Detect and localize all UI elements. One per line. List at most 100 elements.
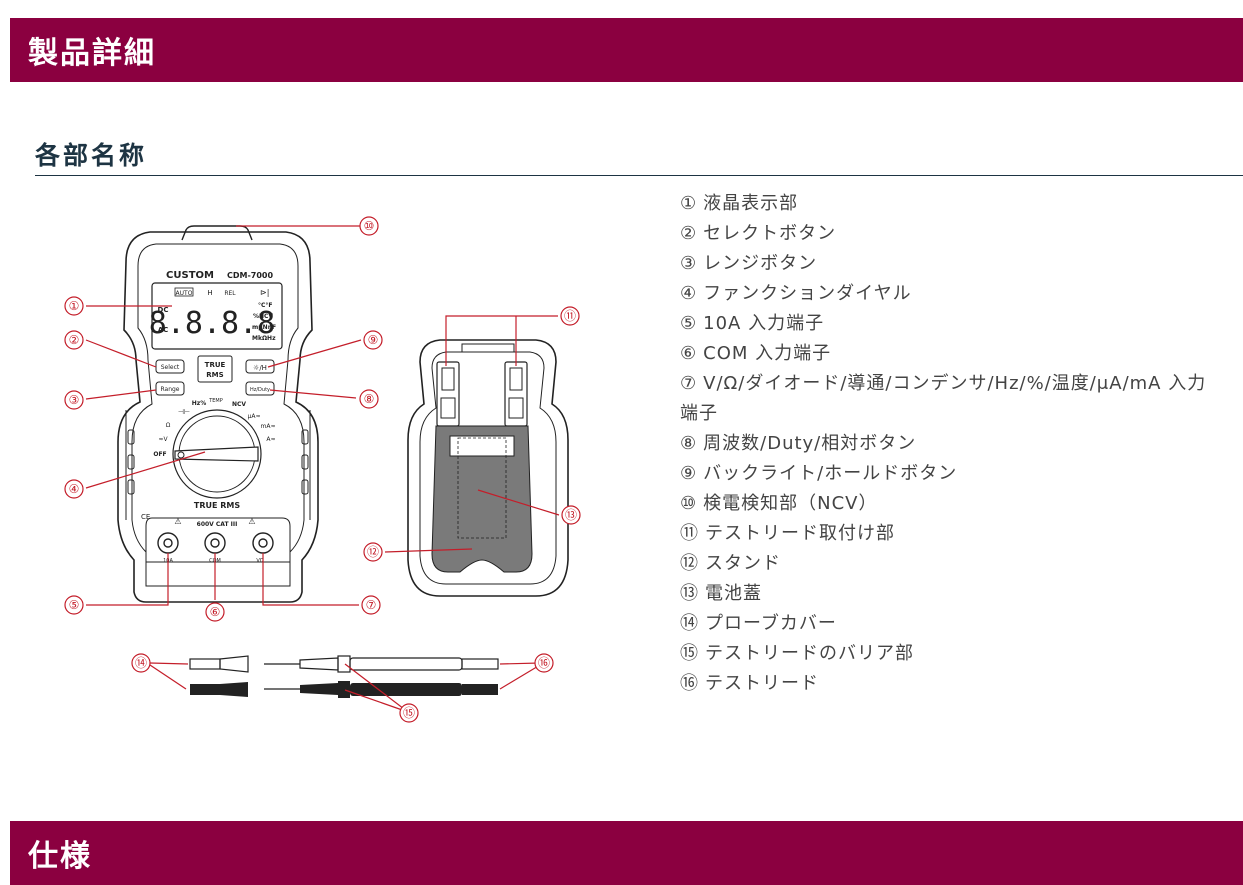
lcd-dc: DC bbox=[158, 306, 169, 314]
svg-text:⑪: ⑪ bbox=[564, 309, 576, 323]
lcd-auto: AUTO bbox=[176, 290, 193, 297]
specifications-banner: 仕様 bbox=[10, 821, 1243, 885]
stand bbox=[431, 425, 533, 573]
multimeter-front: CUSTOM CDM-7000 AUTO H REL ⊳| DC AC 8.8.… bbox=[117, 225, 319, 603]
range-button-label: Range bbox=[160, 386, 179, 393]
svg-text:⑭: ⑭ bbox=[135, 656, 147, 670]
cat-rating: 600V CAT III bbox=[197, 521, 238, 528]
svg-text:⑦: ⑦ bbox=[366, 598, 377, 612]
svg-text:④: ④ bbox=[69, 482, 80, 496]
hz-duty-button[interactable] bbox=[245, 381, 275, 396]
svg-text:⑯: ⑯ bbox=[538, 656, 550, 670]
jack-v-label: VΩ bbox=[256, 558, 263, 564]
true-rms-badge bbox=[197, 355, 233, 383]
test-lead-black bbox=[350, 683, 462, 696]
callout-1: ① bbox=[64, 296, 84, 316]
lcd-display bbox=[151, 282, 283, 350]
warning-icon-right: ⚠ bbox=[248, 517, 255, 526]
callout-4: ④ bbox=[64, 479, 84, 499]
product-details-banner: 製品詳細 bbox=[10, 18, 1243, 82]
callout-markers: ⑩ ① ② ③ ④ ⑤ ⑥ ⑦ ⑧ ⑨ ⑪ ⑬ ⑫ ⑭ ⑯ ⑮ bbox=[64, 216, 581, 723]
callout-7: ⑦ bbox=[361, 595, 381, 615]
hz-duty-button-label: Hz/Duty bbox=[250, 387, 270, 393]
dial-capacitor-label: ⊣⊢ bbox=[178, 408, 190, 416]
svg-text:⑮: ⑮ bbox=[403, 706, 415, 720]
callout-10: ⑩ bbox=[359, 216, 379, 236]
part-names-heading: 各部名称 bbox=[35, 136, 1243, 176]
lcd-units-cap: mμNnF bbox=[252, 324, 276, 331]
svg-text:⑫: ⑫ bbox=[367, 545, 379, 559]
backlight-icon: ☼/H bbox=[253, 364, 267, 372]
test-leads bbox=[189, 655, 499, 698]
lcd-units-temp: °C°F bbox=[258, 302, 273, 309]
callout-2: ② bbox=[64, 330, 84, 350]
dial-off-label: OFF bbox=[153, 451, 166, 458]
callout-9: ⑨ bbox=[363, 330, 383, 350]
jack-10a[interactable] bbox=[157, 532, 179, 554]
dial-a-label: A≂ bbox=[266, 436, 275, 443]
svg-text:①: ① bbox=[69, 299, 80, 313]
callout-15: ⑮ bbox=[399, 703, 419, 723]
jack-com[interactable] bbox=[204, 532, 226, 554]
warning-icon-left: ⚠ bbox=[174, 517, 181, 526]
lcd-hold: H bbox=[207, 289, 212, 297]
callout-16: ⑯ bbox=[534, 653, 554, 673]
dial-hz-label: Hz% bbox=[192, 400, 207, 407]
jack-v-ohm[interactable] bbox=[252, 532, 274, 554]
range-button[interactable] bbox=[155, 381, 185, 396]
lead-holder-left bbox=[436, 361, 460, 427]
callout-5: ⑤ bbox=[64, 595, 84, 615]
select-button-label: Select bbox=[161, 364, 180, 371]
svg-text:⑩: ⑩ bbox=[364, 219, 375, 233]
callout-8: ⑧ bbox=[359, 389, 379, 409]
lcd-rel: REL bbox=[224, 290, 236, 297]
battery-cover bbox=[457, 437, 507, 539]
dial-v-label: ≂V bbox=[158, 436, 168, 443]
banner-title: 製品詳細 bbox=[28, 36, 156, 71]
brand-label: CUSTOM bbox=[166, 270, 214, 281]
svg-text:②: ② bbox=[69, 333, 80, 347]
svg-text:⑥: ⑥ bbox=[210, 605, 221, 619]
test-lead-white bbox=[349, 657, 463, 671]
dial-ua-label: μA≂ bbox=[248, 413, 261, 420]
lead-holder-right bbox=[504, 361, 528, 427]
svg-text:⑬: ⑬ bbox=[565, 508, 577, 522]
section-title: 各部名称 bbox=[35, 141, 148, 170]
callout-12: ⑫ bbox=[363, 542, 383, 562]
multimeter-back bbox=[407, 339, 569, 597]
lcd-diode-icon: ⊳| bbox=[260, 288, 269, 297]
dial-ma-label: mA≂ bbox=[261, 423, 276, 430]
model-label: CDM-7000 bbox=[227, 271, 273, 280]
svg-text:⑧: ⑧ bbox=[364, 392, 375, 406]
svg-text:⑤: ⑤ bbox=[69, 598, 80, 612]
function-dial[interactable] bbox=[172, 409, 262, 499]
callout-14: ⑭ bbox=[131, 653, 151, 673]
lcd-ac: AC bbox=[158, 326, 169, 334]
probe-cover-white bbox=[189, 658, 221, 670]
svg-text:③: ③ bbox=[69, 393, 80, 407]
callout-6: ⑥ bbox=[205, 602, 225, 622]
dial-temp-label: TEMP bbox=[208, 398, 223, 404]
callout-11: ⑪ bbox=[560, 306, 580, 326]
backlight-hold-button[interactable] bbox=[245, 359, 275, 374]
lcd-digits: 8.8.8.8 bbox=[149, 306, 275, 341]
dial-ncv-label: NCV bbox=[232, 401, 246, 408]
true-rms-badge-line1: TRUE bbox=[205, 361, 226, 369]
probe-cover-black bbox=[190, 684, 220, 695]
